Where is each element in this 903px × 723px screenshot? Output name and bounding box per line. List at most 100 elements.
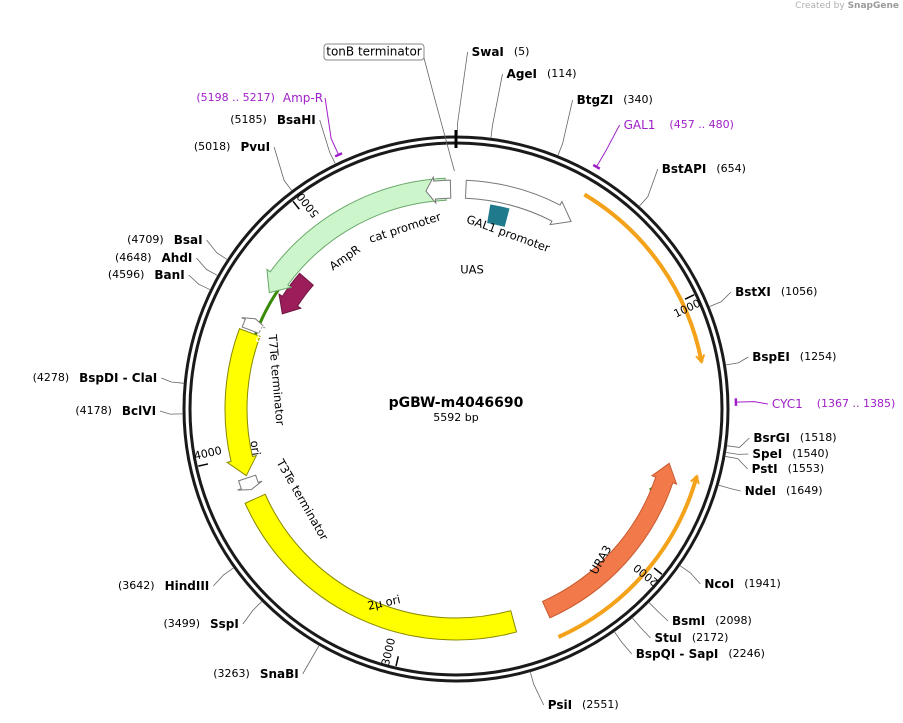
orange-arc-ura3 xyxy=(557,475,699,639)
enzyme-name: AhdI xyxy=(162,251,193,265)
feature-rop[interactable] xyxy=(278,272,314,315)
feature-label-ori: ori xyxy=(248,440,264,457)
enzyme-label[interactable]: BstAPI (654) xyxy=(662,162,746,176)
feature-ampr[interactable] xyxy=(266,177,447,294)
enzyme-label[interactable]: BtgZI(340) xyxy=(577,93,653,107)
enzyme-position: (4278) xyxy=(33,371,70,384)
primer-leader-line xyxy=(596,124,621,168)
enzyme-position: (2551) xyxy=(582,698,619,711)
enzyme-position: (5018) xyxy=(194,140,231,153)
enzyme-label[interactable]: (3642) HindIII xyxy=(118,579,209,593)
snapgene-credit: Created by SnapGene xyxy=(795,1,899,11)
tonb-terminator-label[interactable]: tonB terminator xyxy=(323,43,425,61)
orange-arc-gal1 xyxy=(583,192,704,363)
enzyme-label[interactable]: SpeI(1540) xyxy=(752,447,828,461)
enzyme-label[interactable]: StuI(2172) xyxy=(654,631,728,645)
enzyme-name: BanI xyxy=(154,268,184,282)
enzyme-label[interactable]: NcoI(1941) xyxy=(704,577,780,591)
enzyme-name: BstXI xyxy=(735,285,771,299)
enzyme-name: BspEI xyxy=(752,350,790,364)
tick-mark xyxy=(684,294,695,300)
enzyme-name: BsrGI xyxy=(753,431,790,445)
enzyme-name: HindIII xyxy=(165,579,210,593)
credit-brand: SnapGene xyxy=(847,1,899,11)
enzyme-label[interactable]: BsmI(2098) xyxy=(672,614,752,628)
enzyme-position: (4178) xyxy=(75,404,112,417)
enzyme-position: (654) xyxy=(716,162,746,175)
enzyme-label[interactable]: (4709) BsaI xyxy=(127,233,202,247)
enzyme-name: BsaI xyxy=(174,233,203,247)
tick-mark xyxy=(395,656,400,667)
primer-name: Amp-R xyxy=(283,91,323,105)
enzyme-label[interactable]: (5185)BsaHI xyxy=(230,113,315,127)
primer-label[interactable]: (5198 .. 5217)Amp-R xyxy=(196,91,323,105)
feature-label-gal1-promoter: GAL1 promoter xyxy=(465,212,552,255)
plasmid-length: 5592 bp xyxy=(433,411,478,424)
enzyme-name: SspI xyxy=(210,617,239,631)
enzyme-leader-line xyxy=(213,567,235,587)
primer-label[interactable]: CYC1(1367 .. 1385) xyxy=(772,397,895,411)
enzyme-label[interactable]: BspQI - SapI(2246) xyxy=(636,647,765,661)
enzyme-position: (3642) xyxy=(118,579,155,592)
feature-ori[interactable] xyxy=(224,328,261,477)
enzyme-name: PvuI xyxy=(240,140,270,154)
enzyme-label[interactable]: SwaI(5) xyxy=(472,45,530,59)
tick-label: 4000 xyxy=(193,444,223,463)
enzyme-position: (114) xyxy=(547,67,577,80)
enzyme-label[interactable]: PsiI(2551) xyxy=(548,698,619,712)
enzyme-label[interactable]: (4178) BclVI xyxy=(75,404,156,418)
enzyme-label[interactable]: (4278)BspDI - ClaI xyxy=(33,371,158,385)
enzyme-leader-line xyxy=(206,239,228,261)
enzyme-label[interactable]: BsrGI(1518) xyxy=(753,431,836,445)
feature-gal1-promoter[interactable] xyxy=(464,179,572,226)
enzyme-position: (3499) xyxy=(163,617,200,630)
enzyme-name: StuI xyxy=(654,631,681,645)
primer-label[interactable]: GAL1(457 .. 480) xyxy=(624,118,734,132)
enzyme-label[interactable]: PstI (1553) xyxy=(752,462,825,476)
primer-name: CYC1 xyxy=(772,397,803,411)
feature-label-ampr: AmpR xyxy=(327,242,363,273)
primer-bar xyxy=(592,163,601,170)
primer-name: GAL1 xyxy=(624,118,656,132)
enzyme-label[interactable]: BstXI (1056) xyxy=(735,285,817,299)
enzyme-position: (3263) xyxy=(213,667,250,680)
feature-uas[interactable] xyxy=(487,204,510,227)
enzyme-position: (4709) xyxy=(127,233,164,246)
enzyme-label[interactable]: AgeI(114) xyxy=(507,67,577,81)
enzyme-label[interactable]: (3263)SnaBI xyxy=(213,667,298,681)
feature-2-ori[interactable] xyxy=(244,493,518,641)
enzyme-label[interactable]: BspEI(1254) xyxy=(752,350,836,364)
enzyme-leader-line xyxy=(725,356,749,366)
enzyme-name: PstI xyxy=(752,462,778,476)
enzyme-position: (1056) xyxy=(781,285,818,298)
enzyme-position: (5185) xyxy=(230,113,267,126)
enzyme-position: (1553) xyxy=(788,462,825,475)
enzyme-leader-line xyxy=(613,631,633,655)
enzyme-label[interactable]: (5018) PvuI xyxy=(194,140,270,154)
enzyme-label[interactable]: NdeI(1649) xyxy=(745,484,823,498)
enzyme-label[interactable]: (4596)BanI xyxy=(108,268,185,282)
enzyme-label[interactable]: (3499) SspI xyxy=(163,617,238,631)
enzyme-name: SpeI xyxy=(752,447,782,461)
orange-arc-gal1-head xyxy=(695,354,706,364)
enzyme-leader-line xyxy=(648,602,669,622)
enzyme-name: BstAPI xyxy=(662,162,707,176)
enzyme-leader-line xyxy=(490,73,503,139)
enzyme-leader-line xyxy=(638,168,659,207)
feature-t7te-terminator[interactable] xyxy=(241,317,266,335)
enzyme-name: BspQI - SapI xyxy=(636,647,719,661)
enzyme-leader-line xyxy=(161,377,185,384)
enzyme-position: (1941) xyxy=(744,577,781,590)
feature-t3te-terminator[interactable] xyxy=(237,474,263,491)
enzyme-name: BtgZI xyxy=(577,93,614,107)
enzyme-label[interactable]: (4648)AhdI xyxy=(115,251,192,265)
credit-prefix: Created by xyxy=(795,1,845,11)
tick-mark xyxy=(292,200,300,210)
enzyme-name: BclVI xyxy=(122,404,156,418)
feature-label-uas: UAS xyxy=(460,263,484,277)
enzyme-leader-line xyxy=(725,452,749,455)
feature-cat-promoter[interactable] xyxy=(425,175,452,205)
enzyme-leader-line xyxy=(718,484,741,492)
feature-ura3[interactable] xyxy=(541,462,678,619)
